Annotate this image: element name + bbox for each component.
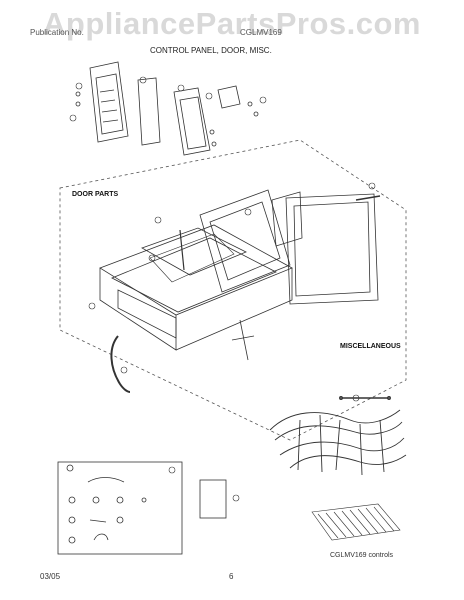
publication-label: Publication No. (30, 28, 84, 37)
footer-page-number: 6 (229, 572, 234, 581)
model-label: CGLMV169 (240, 28, 282, 37)
part-number-callouts (69, 76, 376, 502)
door-parts-boundary (59, 139, 407, 441)
miscellaneous-label: MISCELLANEOUS (340, 343, 401, 350)
small-parts-group (57, 461, 227, 555)
rack-group (311, 503, 401, 541)
watermark: AppliancePartsPros.com (43, 6, 421, 41)
controls-caption: CGLMV169 controls (330, 552, 394, 559)
wiring-harness-group (269, 396, 407, 476)
door-frame-group (99, 189, 381, 393)
footer-date: 03/05 (40, 572, 61, 581)
section-title: CONTROL PANEL, DOOR, MISC. (150, 46, 272, 55)
control-panel-group (75, 61, 259, 156)
door-parts-label: DOOR PARTS (72, 191, 119, 198)
